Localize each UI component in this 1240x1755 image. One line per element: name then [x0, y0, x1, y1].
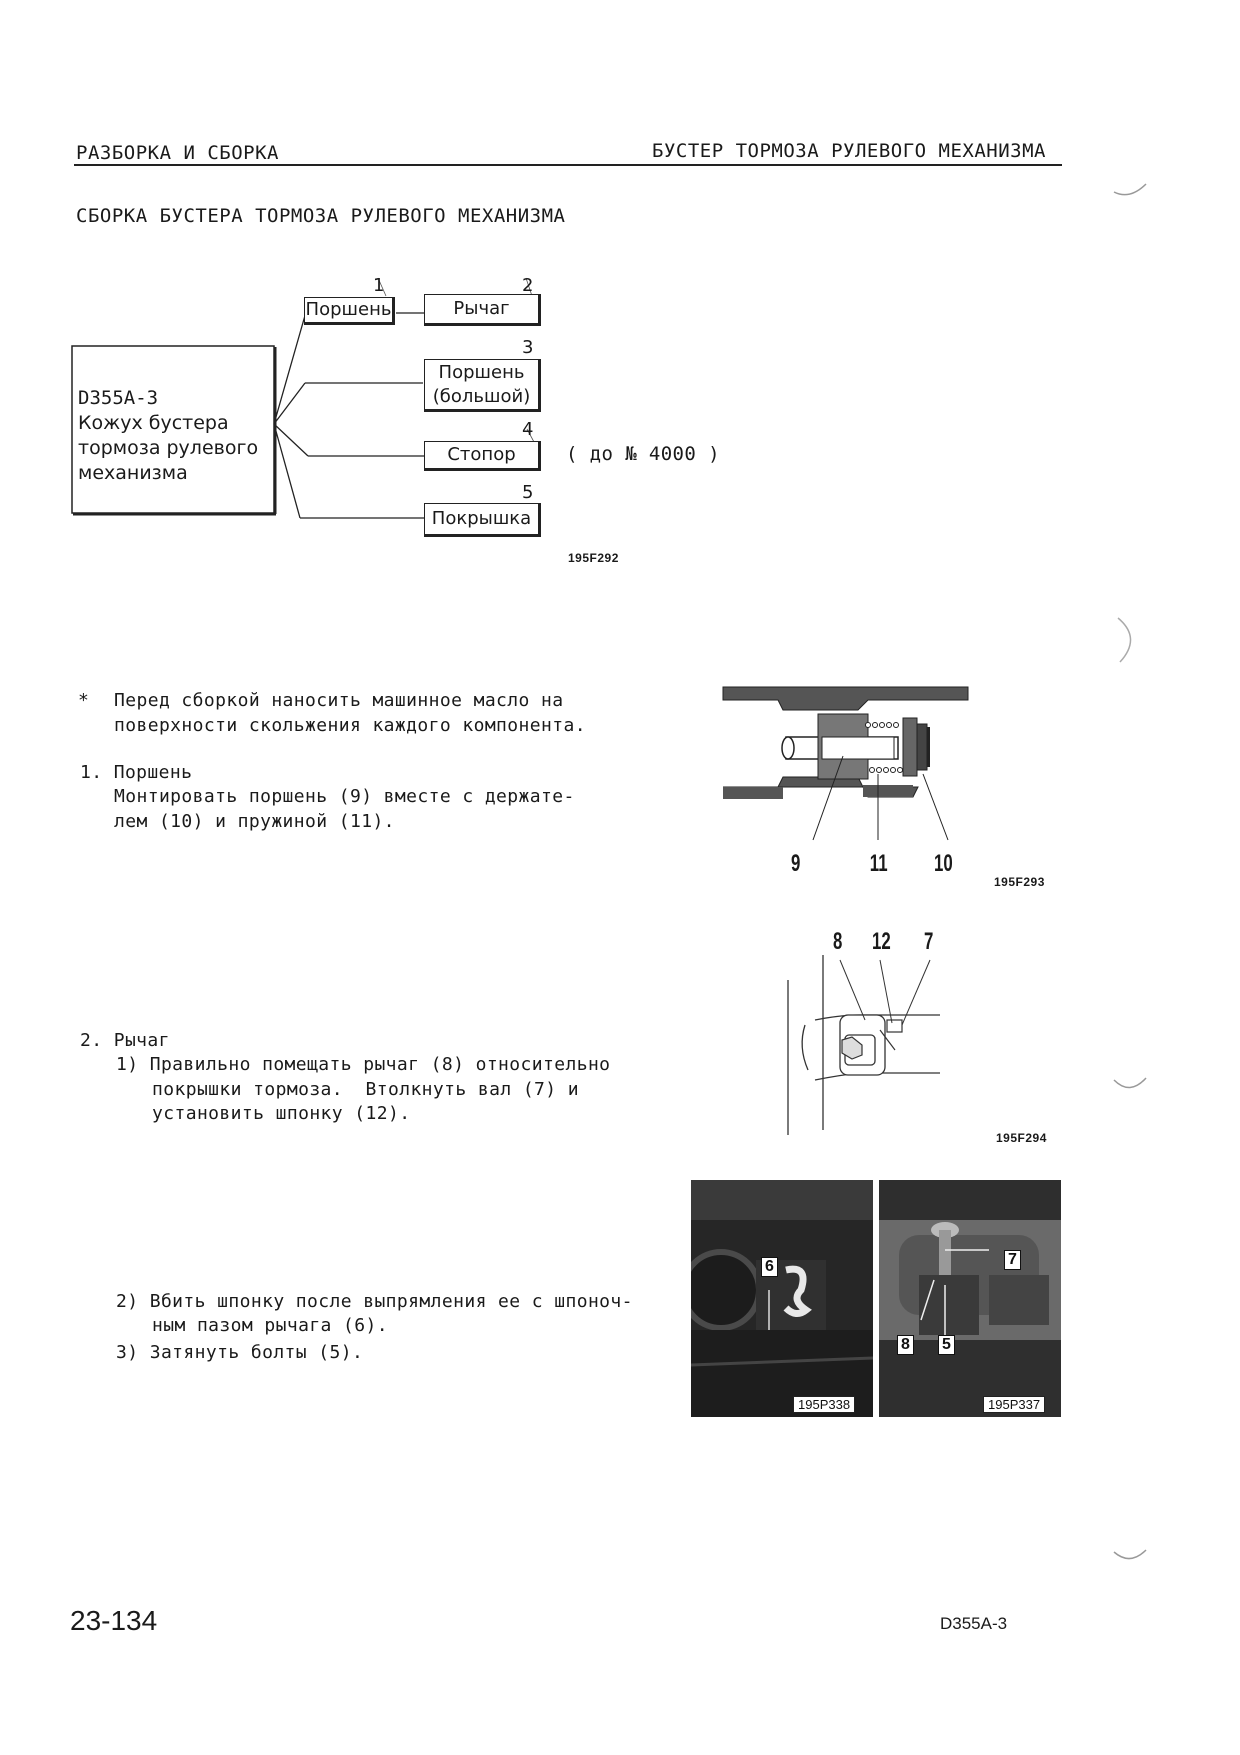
- step2-1-line2: покрышки тормоза. Втолкнуть вал (7) и: [152, 1079, 580, 1100]
- photo-right-code: 195P337: [983, 1396, 1046, 1413]
- part-3-label-line2: (большой): [432, 386, 531, 407]
- step2-1-line1: 1) Правильно помещать рычаг (8) относите…: [116, 1054, 611, 1075]
- main-box-text: D355A-3 Кожух бустера тормоза рулевого м…: [78, 386, 258, 486]
- part-2-number: 2: [522, 275, 534, 296]
- photo-left-code: 195P338: [793, 1396, 856, 1413]
- main-box-line3: тормоза рулевого: [78, 437, 259, 459]
- fig2-label-7: 7: [924, 928, 934, 955]
- photo-left-image: [691, 1180, 873, 1417]
- part-4-box: Стопор: [424, 441, 541, 471]
- photo-left: 6 195P338: [691, 1180, 873, 1417]
- note-line1: Перед сборкой наносить машинное масло на: [114, 690, 564, 711]
- photo-right: 7 8 5 195P337: [879, 1180, 1061, 1417]
- fig1-label-10: 10: [934, 850, 953, 877]
- step1-line2: лем (10) и пружиной (11).: [114, 811, 395, 832]
- step2-1-line3: установить шпонку (12).: [152, 1103, 411, 1124]
- fig1-label-9: 9: [791, 850, 801, 877]
- step1-title: 1. Поршень: [80, 762, 193, 783]
- fig2-label-8: 8: [833, 928, 843, 955]
- part-1-box: Поршень: [304, 297, 395, 325]
- step2-title: 2. Рычаг: [80, 1030, 170, 1051]
- header-rule: [74, 164, 1062, 166]
- fig1-label-11: 11: [869, 850, 888, 877]
- lever-drawing: [787, 955, 940, 1135]
- part-1-number: 1: [373, 275, 385, 296]
- photo-right-label-7: 7: [1004, 1250, 1021, 1270]
- part-2-box: Рычаг: [424, 294, 541, 326]
- footer-model: D355A-3: [940, 1614, 1008, 1633]
- diagram-lines: [71, 277, 535, 519]
- step2-3: 3) Затянуть болты (5).: [116, 1342, 364, 1363]
- header-left: РАЗБОРКА И СБОРКА: [76, 142, 279, 164]
- step1-line1: Монтировать поршень (9) вместе с держате…: [114, 786, 575, 807]
- page-number: 23-134: [70, 1605, 158, 1636]
- section-title: СБОРКА БУСТЕРА ТОРМОЗА РУЛЕВОГО МЕХАНИЗМ…: [76, 205, 566, 227]
- part-3-label-line1: Поршень: [438, 362, 525, 383]
- step2-2-line1: 2) Вбить шпонку после выпрямления ее с ш…: [116, 1291, 633, 1312]
- main-box-line2: Кожух бустера: [78, 412, 229, 434]
- step2-2-line2: ным пазом рычага (6).: [152, 1315, 388, 1336]
- photo-right-label-8: 8: [897, 1335, 914, 1355]
- fig2-code: 195F294: [996, 1131, 1047, 1145]
- note-line2: поверхности скольжения каждого компонент…: [114, 715, 586, 736]
- main-box-model: D355A-3: [78, 387, 159, 409]
- serial-note: ( до № 4000 ): [566, 443, 720, 465]
- diagram-code: 195F292: [568, 551, 619, 565]
- part-5-box: Покрышка: [424, 503, 541, 537]
- part-4-number: 4: [522, 419, 534, 440]
- photo-right-label-5: 5: [938, 1335, 955, 1355]
- fig1-code: 195F293: [994, 875, 1045, 889]
- fig2-label-12: 12: [872, 928, 891, 955]
- photo-left-label-6: 6: [761, 1257, 778, 1277]
- main-box-line4: механизма: [78, 462, 188, 484]
- part-3-number: 3: [522, 337, 534, 358]
- photo-right-image: [879, 1180, 1061, 1417]
- part-3-box: Поршень (большой): [424, 359, 541, 412]
- header-right: БУСТЕР ТОРМОЗА РУЛЕВОГО МЕХАНИЗМА: [652, 140, 1046, 162]
- note-star: *: [78, 690, 90, 711]
- piston-drawing: [722, 686, 969, 841]
- binding-marks: [1113, 183, 1147, 1560]
- part-5-number: 5: [522, 482, 534, 503]
